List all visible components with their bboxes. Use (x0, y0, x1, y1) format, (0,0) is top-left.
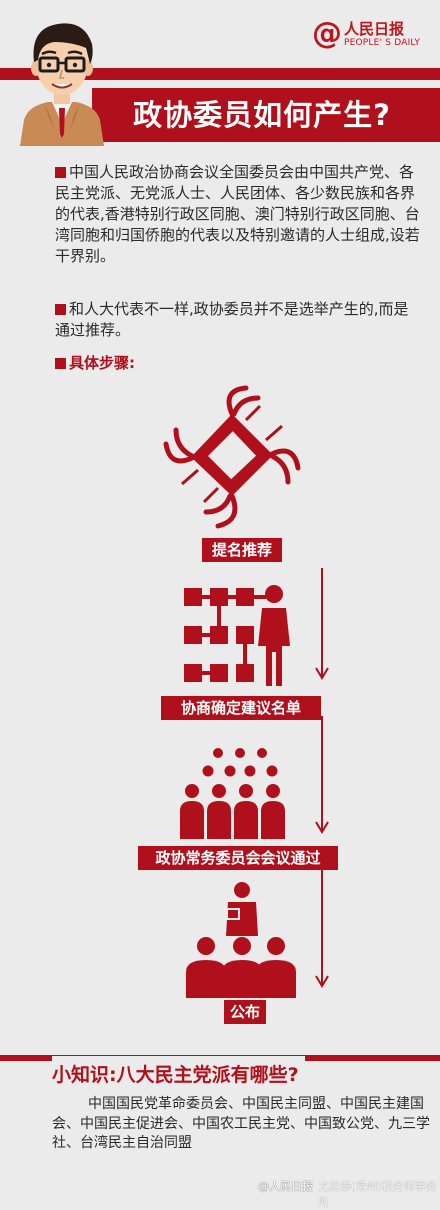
watermark-firm: 尤尼泰(常州)税务师事务所 (318, 1180, 437, 1209)
bullet-square-icon (55, 167, 66, 178)
at-sign-icon: @ (312, 16, 342, 51)
title-banner (92, 88, 440, 142)
step-label-publish: 公布 (224, 1000, 266, 1024)
knowledge-body: 中国国民党革命委员会、中国民主同盟、中国民主建国会、中国民主促进会、中国农工民主… (52, 1096, 430, 1151)
step-label-nominate: 提名推荐 (202, 538, 282, 562)
steps-heading-text: 具体步骤: (69, 354, 135, 372)
logo-name: 人民日报 (344, 20, 405, 38)
peoples-daily-logo: @ 人民日报 PEOPLE' S DAILY (312, 16, 436, 60)
recommendation-paragraph: 和人大代表不一样,政协委员并不是选举产生的,而是通过推荐。 (55, 299, 423, 341)
audience-group-icon (180, 748, 285, 839)
step-label-consult: 协商确定建议名单 (161, 696, 321, 720)
knowledge-title: 小知识:八大民主党派有哪些? (52, 1056, 305, 1089)
header-band (0, 68, 440, 80)
announcer-audience-icon (186, 882, 296, 998)
bullet-square-icon (55, 304, 66, 315)
steps-heading: 具体步骤: (55, 352, 135, 373)
page-title: 政协委员如何产生? (133, 98, 391, 132)
watermark-source: @人民日报 (258, 1180, 313, 1193)
hands-joining-icon (163, 385, 301, 529)
intro-paragraph: 中国人民政治协商会议全国委员会由中国共产党、各民主党派、无党派人士、人民团体、各… (55, 162, 423, 267)
intro-paragraph-text: 中国人民政治协商会议全国委员会由中国共产党、各民主党派、无党派人士、人民团体、各… (55, 163, 420, 265)
org-chart-person-icon (184, 585, 290, 686)
step-label-committee-approve: 政协常务委员会会议通过 (138, 846, 338, 870)
logo-subtitle: PEOPLE' S DAILY (344, 38, 421, 48)
flow-arrow-icon (315, 568, 329, 988)
cartoon-man-avatar (20, 23, 104, 146)
recommendation-paragraph-text: 和人大代表不一样,政协委员并不是选举产生的,而是通过推荐。 (55, 300, 409, 339)
bullet-square-icon (55, 358, 66, 369)
